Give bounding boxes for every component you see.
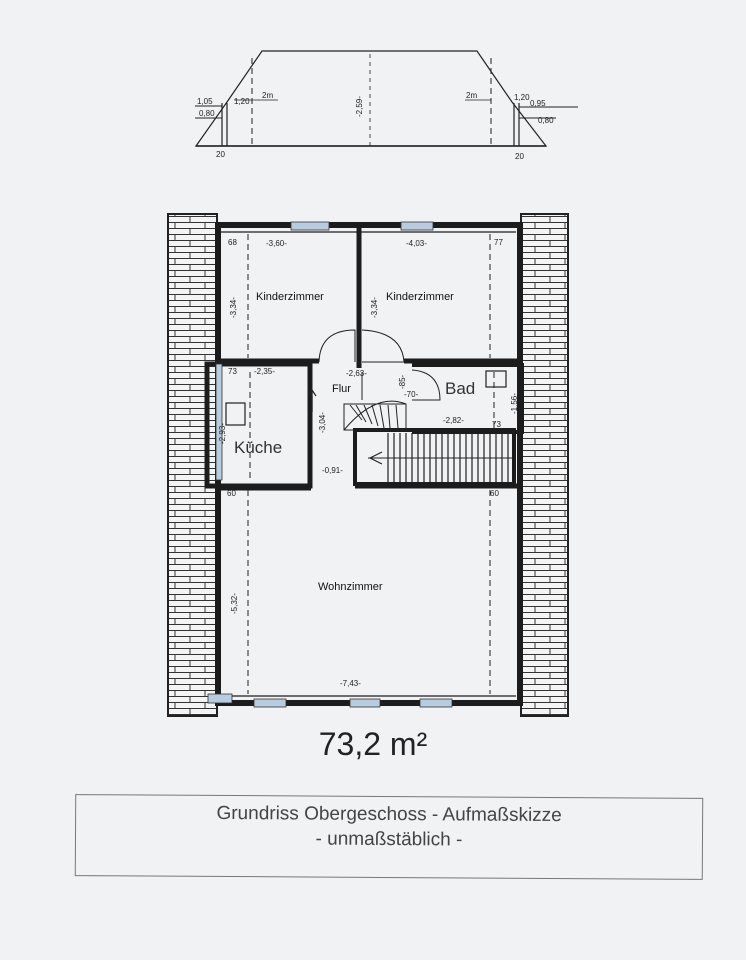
caption-box: Grundriss Obergeschoss - Aufmaßskizze - … xyxy=(74,794,704,880)
kueche-height: -2,93- xyxy=(218,423,227,444)
bad-door-height: -85- xyxy=(398,374,407,389)
caption-subtitle: - unmaßstäblich - xyxy=(315,828,463,851)
bad-height: -1,56- xyxy=(510,393,519,414)
room-label-kinderzimmer-2: Kinderzimmer xyxy=(386,291,454,303)
section-left-height-1: 1,05 xyxy=(197,97,213,106)
doors xyxy=(307,329,441,412)
wohnzimmer-corner-right: 60 xyxy=(490,489,499,498)
roof-slope-right xyxy=(520,213,569,717)
kitchen-chimney-icon xyxy=(225,402,246,426)
section-right-height-2: 0,80 xyxy=(538,116,554,125)
roof-section xyxy=(194,50,578,147)
section-right-base: 20 xyxy=(515,152,524,161)
section-right-wall-height: 1,20 xyxy=(514,93,530,102)
room-label-kinderzimmer-1: Kinderzimmer xyxy=(256,291,324,303)
flur-height: -3,04- xyxy=(318,412,327,433)
room-label-kueche: Küche xyxy=(234,438,282,457)
wohnzimmer-corner-left: 60 xyxy=(227,489,236,498)
wohnzimmer-width: -7,43- xyxy=(340,679,361,688)
kinderzimmer-2-height: -3,34- xyxy=(370,297,379,318)
room-label-wohnzimmer: Wohnzimmer xyxy=(318,581,383,593)
section-right-mark: 2m xyxy=(466,91,477,100)
two-meter-lines xyxy=(247,234,495,694)
bad-width: -2,82- xyxy=(443,416,464,425)
flur-width: -2,63- xyxy=(346,369,367,378)
section-left-base: 20 xyxy=(216,150,225,159)
total-area: 73,2 m² xyxy=(318,726,428,762)
windows xyxy=(207,221,453,708)
roof-slope-left xyxy=(167,213,218,717)
room-label-flur: Flur xyxy=(332,383,351,395)
bath-fixture-icon xyxy=(485,370,507,388)
flur-bottom: -0,91- xyxy=(322,466,343,475)
kinderzimmer-1-corner: 68 xyxy=(228,238,237,247)
section-left-height-2: 0,80 xyxy=(199,109,215,118)
section-left-mark: 2m xyxy=(262,91,273,100)
kinderzimmer-2-corner: 77 xyxy=(494,238,503,247)
kueche-corner: 73 xyxy=(228,367,237,376)
kueche-width: -2,35- xyxy=(254,367,275,376)
walls xyxy=(204,222,524,706)
kinderzimmer-1-height: -3,34- xyxy=(229,297,238,318)
caption-title: Grundriss Obergeschoss - Aufmaßskizze xyxy=(216,802,562,827)
section-ridge-height: -2,59- xyxy=(355,96,364,117)
staircase xyxy=(343,400,512,482)
section-right-height-1: 0,95 xyxy=(530,99,546,108)
kinderzimmer-1-width: -3,60- xyxy=(266,239,287,248)
kinderzimmer-2-width: -4,03- xyxy=(406,239,427,248)
bad-door-width: -70- xyxy=(404,390,419,399)
wohnzimmer-height: -5,32- xyxy=(230,593,239,614)
section-left-wall-height: 1,20 xyxy=(234,97,250,106)
room-label-bad: Bad xyxy=(445,379,475,398)
bad-corner: 73 xyxy=(492,420,501,429)
